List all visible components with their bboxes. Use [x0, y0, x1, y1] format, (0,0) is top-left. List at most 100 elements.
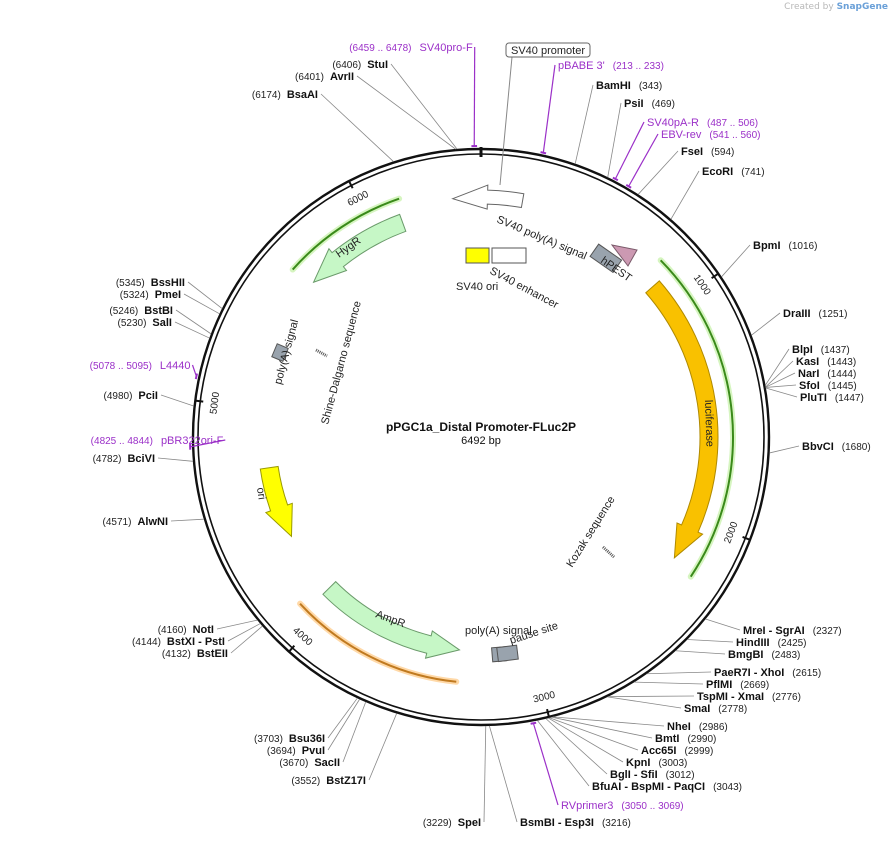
enzyme-leader-hindiii — [687, 639, 734, 643]
pause-site-box[interactable] — [496, 644, 519, 663]
enzyme-leader-stui — [390, 63, 458, 150]
enzyme-label-bsshii[interactable]: (5345)BssHII — [116, 277, 185, 289]
enzyme-leader-pluti — [765, 387, 798, 398]
enzyme-label-bamhi[interactable]: BamHI(343) — [596, 80, 662, 92]
ampr-arrow[interactable] — [322, 580, 461, 659]
enzyme-leader-pvui — [327, 699, 360, 751]
enzyme-label-paer7i-xhoi[interactable]: PaeR7I - XhoI(2615) — [714, 667, 821, 679]
enzyme-label-alwni[interactable]: (4571)AlwNI — [103, 516, 168, 528]
enzyme-label-nhei[interactable]: NheI(2986) — [667, 721, 728, 733]
enzyme-leader-bcivi — [157, 457, 194, 462]
enzyme-label-bsmbi-esp3i[interactable]: BsmBI - Esp3I(3216) — [520, 817, 631, 829]
shine-dalgarno-label: Shine-Dalgarno sequence — [319, 300, 364, 426]
enzyme-label-acc65i[interactable]: Acc65I(2999) — [641, 745, 713, 757]
enzyme-label-ecori[interactable]: EcoRI(741) — [702, 166, 765, 178]
enzyme-label-pmei[interactable]: (5324)PmeI — [120, 289, 181, 301]
enzyme-leader-mrei-sgrai — [705, 618, 741, 631]
enzyme-label-bfuai-bspmi-paqci[interactable]: BfuAI - BspMI - PaqCI(3043) — [592, 781, 742, 793]
sv40-ori-box[interactable] — [465, 247, 490, 264]
luciferase-label: luciferase — [702, 400, 716, 447]
enzyme-leader-paer7i-xhoi — [646, 671, 712, 675]
primer-leader-pbabe-3 — [542, 64, 556, 153]
label-group: (6406)StuI(6401)AvrII (6174)BsaAI BamHI(34… — [90, 42, 871, 829]
luciferase-arrow[interactable] — [645, 280, 719, 559]
primer-label-l4440[interactable]: (5078 .. 5095)L4440 — [90, 360, 191, 372]
enzyme-label-mrei-sgrai[interactable]: MreI - SgrAI(2327) — [743, 625, 842, 637]
scale-tick-label: 6000 — [346, 189, 371, 209]
primer-label-pbr322ori-f[interactable]: (4825 .. 4844)pBR322ori-F — [91, 435, 224, 447]
polya-signal-left-box[interactable] — [271, 343, 289, 362]
enzyme-label-spei[interactable]: (3229)SpeI — [423, 817, 481, 829]
scale-tick-mark — [546, 708, 550, 718]
feature-group — [259, 184, 736, 685]
hygr-arrow[interactable] — [312, 213, 407, 284]
enzyme-label-kpni[interactable]: KpnI(3003) — [626, 757, 687, 769]
enzyme-label-bstz17i[interactable]: (3552)BstZ17I — [291, 775, 366, 787]
enzyme-leader-bsshii — [187, 281, 223, 309]
enzyme-label-bstbi[interactable]: (5246)BstBI — [109, 305, 173, 317]
primer-label-ebv-rev[interactable]: EBV-rev(541 .. 560) — [661, 129, 761, 141]
primer-label-rvprimer3[interactable]: RVprimer3(3050 .. 3069) — [561, 800, 684, 812]
shine-dalgarno-mark — [315, 348, 328, 358]
primer-site-pbabe-3 — [540, 151, 547, 155]
sv40-polya-arrow[interactable] — [451, 184, 525, 210]
enzyme-label-bstxi-psti[interactable]: (4144)BstXI - PstI — [132, 636, 225, 648]
enzyme-label-bgli-sfii[interactable]: BglI - SfiI(3012) — [610, 769, 695, 781]
enzyme-label-draiii[interactable]: DraIII(1251) — [783, 308, 847, 320]
enzyme-label-pcii[interactable]: (4980)PciI — [104, 390, 158, 402]
enzyme-label-pluti[interactable]: PluTI(1447) — [800, 392, 864, 404]
enzyme-label-bcivi[interactable]: (4782)BciVI — [93, 453, 155, 465]
sv40-promoter-box — [505, 42, 591, 58]
enzyme-label-sfoi[interactable]: SfoI(1445) — [799, 380, 857, 392]
enzyme-label-bsteii[interactable]: (4132)BstEII — [162, 648, 228, 660]
scale-tick-label: 5000 — [208, 391, 222, 415]
hpest-arrow[interactable] — [610, 244, 638, 267]
enzyme-leader-pflmi — [634, 681, 704, 685]
enzyme-label-sacii[interactable]: (3670)SacII — [279, 757, 340, 769]
enzyme-label-blpi[interactable]: BlpI(1437) — [792, 344, 850, 356]
plasmid-length: 6492 bp — [461, 435, 501, 447]
enzyme-leader-fsei — [637, 150, 679, 195]
enzyme-leader-kpni — [548, 717, 624, 763]
enzyme-leader-smai — [607, 696, 682, 709]
sv40-polya-box[interactable] — [589, 243, 623, 274]
enzyme-label-stui[interactable]: (6406)StuI — [332, 59, 388, 71]
ori-arrow[interactable] — [259, 465, 293, 538]
enzyme-label-nari[interactable]: NarI(1444) — [798, 368, 856, 380]
enzyme-label-kasi[interactable]: KasI(1443) — [796, 356, 856, 368]
sv40-enhancer-box[interactable] — [491, 247, 527, 264]
sv40-enhancer-label: SV40 enhancer — [488, 265, 561, 311]
enzyme-label-bmgbi[interactable]: BmgBI(2483) — [728, 649, 800, 661]
ori-label: ori — [254, 487, 268, 501]
enzyme-leader-bsmbi-esp3i — [489, 725, 518, 823]
enzyme-label-fsei[interactable]: FseI(594) — [681, 146, 734, 158]
enzyme-leader-bbvci — [769, 445, 800, 454]
enzyme-label-tspmi-xmai[interactable]: TspMI - XmaI(2776) — [697, 691, 801, 703]
enzyme-label-sali[interactable]: (5230)SalI — [118, 317, 172, 329]
scale-tick-label: 4000 — [290, 625, 314, 648]
credit-brand: SnapGene — [836, 2, 888, 12]
sv40-promoter-callout[interactable]: SV40 promoter — [505, 42, 591, 58]
primer-label-sv40pro-f[interactable]: (6459 .. 6478)SV40pro-F — [349, 42, 473, 54]
enzyme-label-pvui[interactable]: (3694)PvuI — [267, 745, 325, 757]
enzyme-label-smai[interactable]: SmaI(2778) — [684, 703, 747, 715]
enzyme-label-bsaai[interactable]: (6174)BsaAI — [252, 89, 318, 101]
primer-site-rvprimer3 — [530, 721, 537, 725]
primer-label-sv40pa-r[interactable]: SV40pA-R(487 .. 506) — [647, 117, 758, 129]
enzyme-label-pflmi[interactable]: PflMI(2669) — [706, 679, 769, 691]
enzyme-label-psii[interactable]: PsiI(469) — [624, 98, 675, 110]
enzyme-label-noti[interactable]: (4160)NotI — [158, 624, 214, 636]
enzyme-leader-bfuai-bspmi-paqci — [537, 720, 590, 787]
enzyme-leader-blpi — [764, 348, 790, 386]
primer-label-pbabe-3[interactable]: pBABE 3'(213 .. 233) — [558, 60, 664, 72]
kozak-mark — [601, 545, 616, 559]
enzyme-label-bsu36i[interactable]: (3703)Bsu36I — [254, 733, 325, 745]
enzyme-label-bpmi[interactable]: BpmI(1016) — [753, 240, 817, 252]
enzyme-label-bmti[interactable]: BmtI(2990) — [655, 733, 716, 745]
enzyme-label-hindiii[interactable]: HindIII(2425) — [736, 637, 807, 649]
enzyme-leader-bsteii — [230, 625, 263, 654]
enzyme-label-avrii[interactable]: (6401)AvrII — [295, 71, 354, 83]
enzyme-label-bbvci[interactable]: BbvCI(1680) — [802, 441, 871, 453]
